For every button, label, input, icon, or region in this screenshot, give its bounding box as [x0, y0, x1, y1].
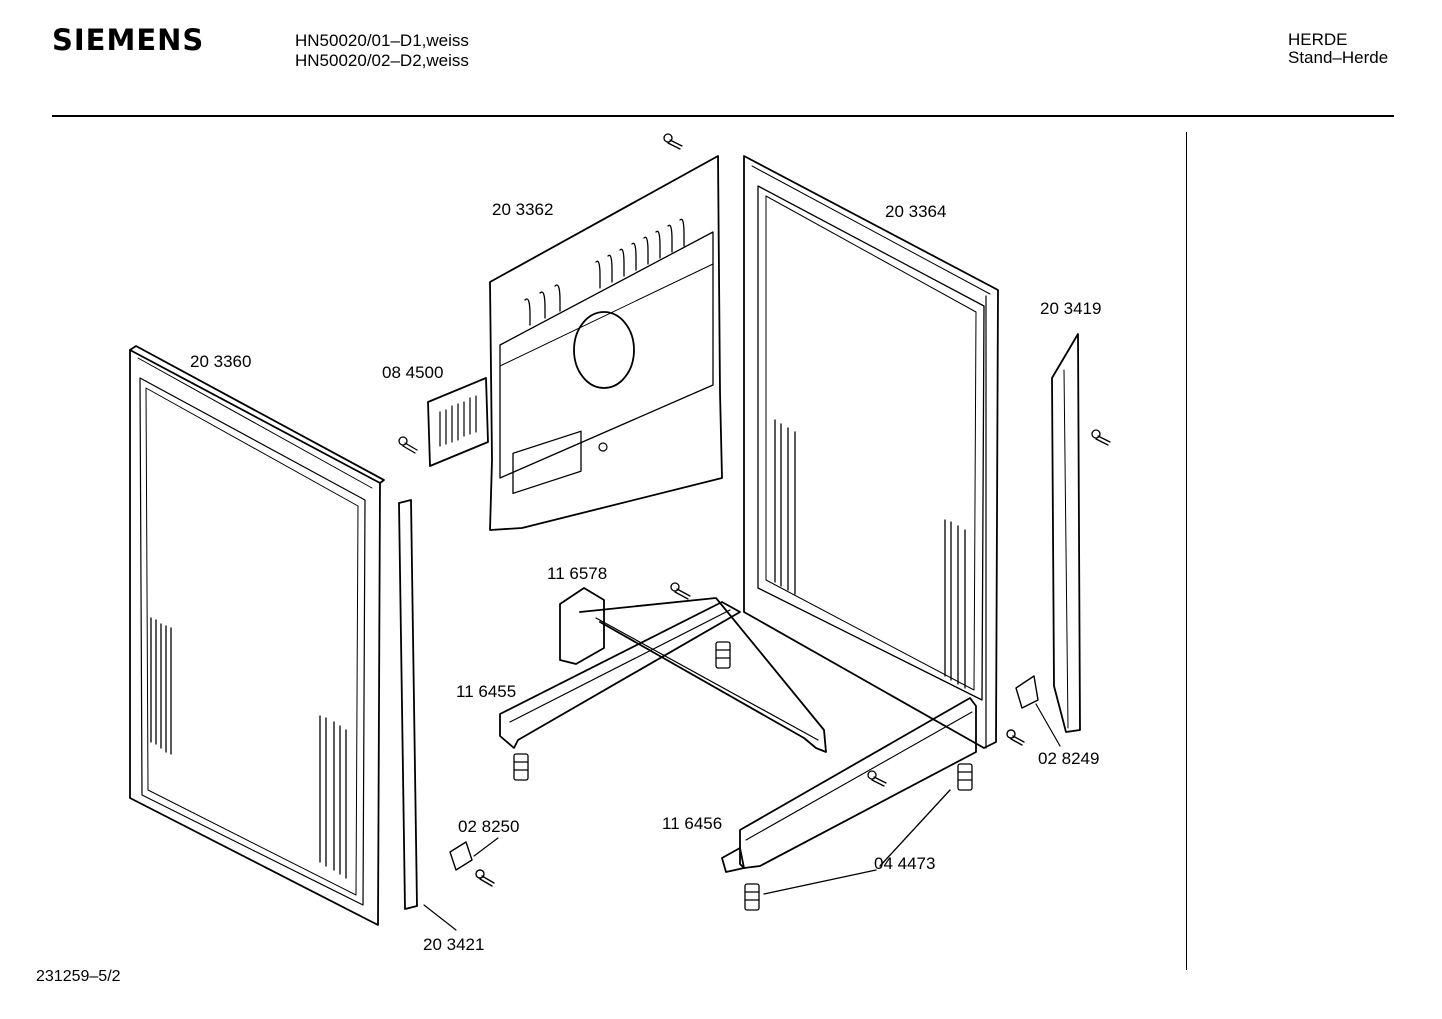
- part-label-right-clip: 02 8249: [1038, 749, 1099, 768]
- document-number: 231259–5/2: [36, 968, 121, 985]
- part-label-right-side-panel: 20 3364: [885, 202, 946, 221]
- category-title: HERDE: [1288, 30, 1348, 49]
- category-block: HERDE Stand–Herde: [1288, 31, 1388, 67]
- left-side-panel-drawing: [129, 345, 385, 926]
- small-grille-plate-drawing: [398, 377, 489, 467]
- part-label-front-base-rail: 11 6456: [662, 814, 722, 833]
- rear-cross-member-drawing: [559, 582, 827, 753]
- part-label-rear-cross-member: 11 6578: [547, 564, 607, 583]
- model-list: HN50020/01–D1,weiss HN50020/02–D2,weiss: [295, 31, 469, 71]
- part-label-left-base-rail: 11 6455: [456, 682, 516, 701]
- model-line-1: HN50020/01–D1,weiss: [295, 31, 469, 50]
- adjustable-feet-drawing: [744, 763, 973, 911]
- front-base-rail-drawing: [721, 697, 977, 873]
- model-line-2: HN50020/02–D2,weiss: [295, 51, 469, 70]
- part-label-left-clip: 02 8250: [458, 817, 519, 836]
- side-divider: [1186, 132, 1187, 970]
- left-clip-drawing: [449, 837, 499, 887]
- left-trim-strip-drawing: [398, 499, 457, 931]
- right-clip-drawing: [1006, 675, 1061, 747]
- category-subtitle: Stand–Herde: [1288, 48, 1389, 67]
- brand-logo: SIEMENS: [52, 23, 205, 57]
- right-trim-strip-drawing: [1051, 333, 1111, 733]
- part-label-left-side-panel: 20 3360: [190, 352, 251, 371]
- part-label-adjustable-feet: 04 4473: [874, 854, 935, 873]
- right-side-panel-drawing: [743, 155, 999, 749]
- header-divider: [52, 115, 1394, 117]
- part-label-left-trim-strip: 20 3421: [423, 935, 484, 954]
- part-label-right-trim-strip: 20 3419: [1040, 299, 1101, 318]
- left-base-rail-drawing: [499, 601, 741, 781]
- part-label-small-grille-plate: 08 4500: [382, 363, 443, 382]
- back-panel-drawing: [489, 133, 723, 531]
- part-label-back-panel: 20 3362: [492, 200, 553, 219]
